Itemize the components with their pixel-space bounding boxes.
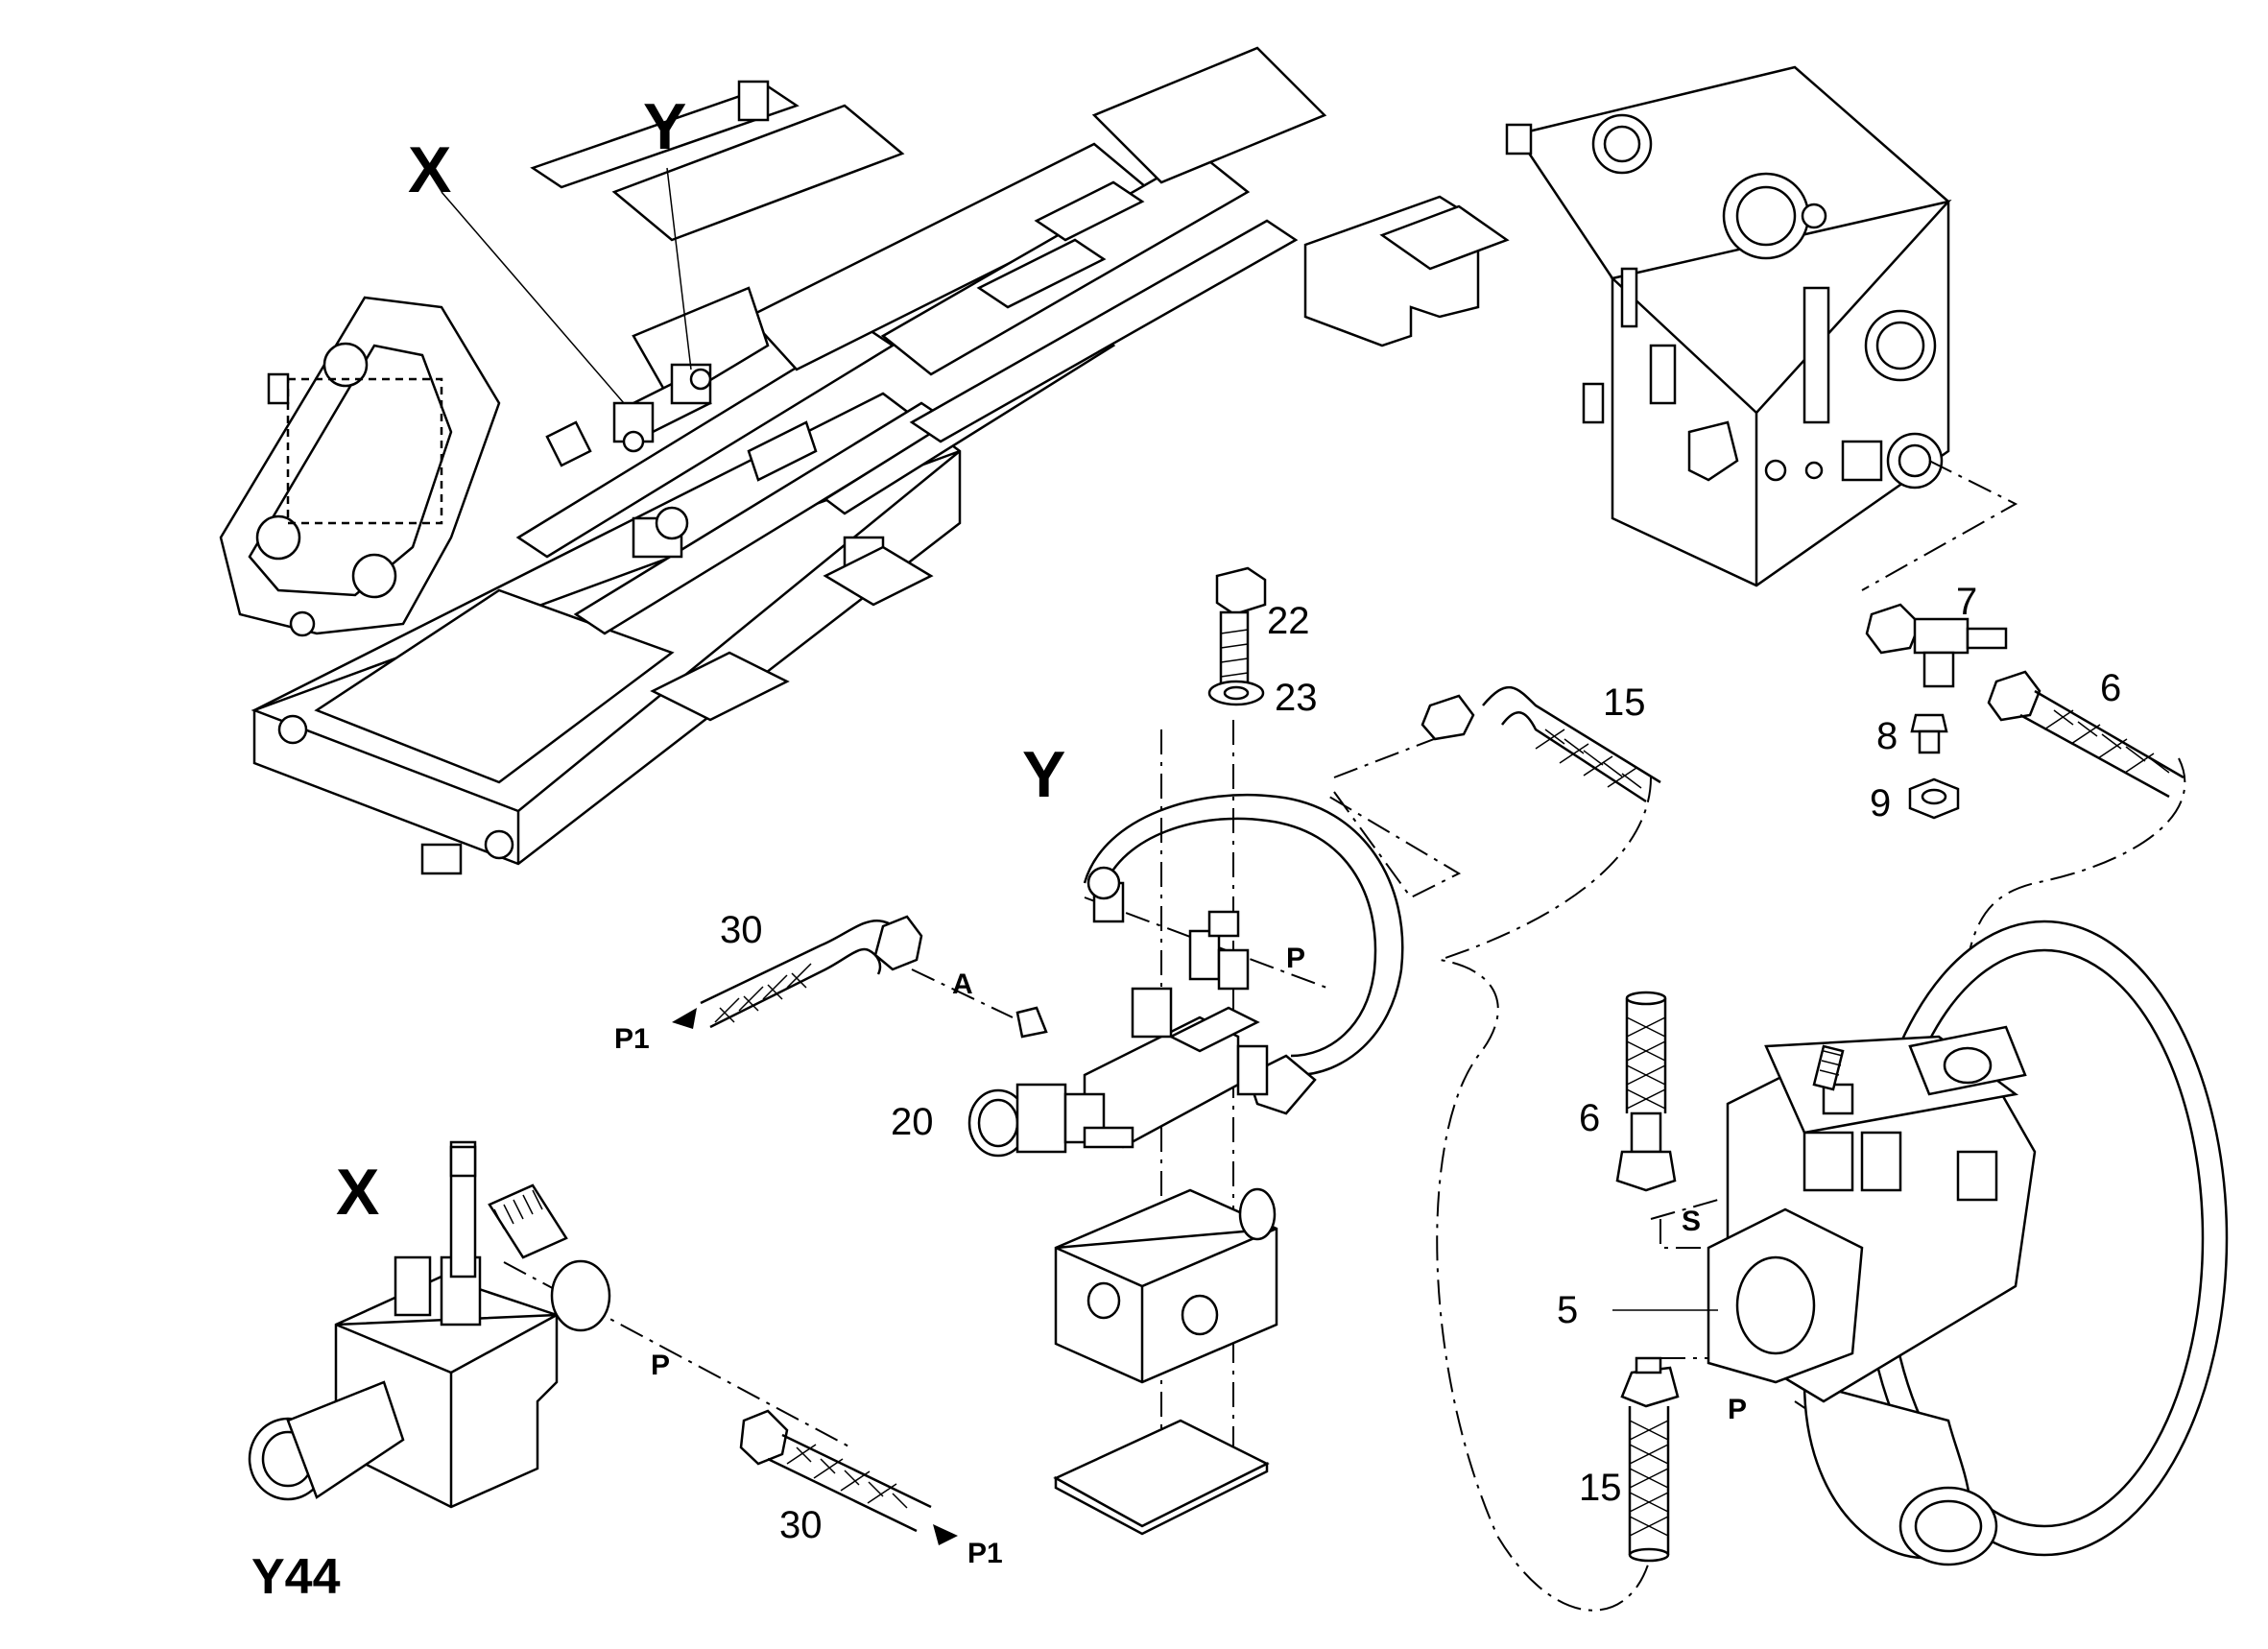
- leader-x-top: [441, 191, 625, 404]
- hose-30-top: [700, 915, 923, 1029]
- callout-5: 5: [1557, 1289, 1578, 1331]
- callout-6-top: 6: [2100, 667, 2121, 709]
- mounting-plate: [1053, 1419, 1270, 1536]
- manifold-block: [1054, 1187, 1278, 1384]
- callout-8: 8: [1876, 715, 1898, 757]
- label-view-y-top: Y: [643, 90, 686, 163]
- valve-assembly-x: [248, 1140, 611, 1509]
- port-label-p1-bottom: P1: [967, 1538, 1003, 1569]
- hydraulic-tank: [1303, 65, 1952, 587]
- callout-20: 20: [891, 1101, 934, 1143]
- washer-23: [1207, 680, 1265, 706]
- callout-23: 23: [1275, 677, 1318, 719]
- callout-6-mid: 6: [1579, 1097, 1600, 1139]
- label-view-x-detail: X: [336, 1156, 379, 1229]
- callout-30-bottom: 30: [779, 1504, 823, 1546]
- tee-fitting-7: [1865, 603, 2008, 688]
- port-label-p-y: P: [1286, 943, 1305, 974]
- nut-9: [1908, 777, 1960, 820]
- label-view-x-top: X: [408, 133, 451, 206]
- valve-assembly-y: [967, 793, 1404, 1158]
- hose-6-top: [1987, 670, 2184, 799]
- callout-22: 22: [1267, 600, 1310, 642]
- hose-15-bottom: [1620, 1356, 1680, 1563]
- callout-15-bottom: 15: [1579, 1467, 1622, 1509]
- main-frame-assembly: [219, 46, 1327, 875]
- label-y44: Y44: [251, 1549, 341, 1605]
- port-label-p1-top: P1: [614, 1023, 650, 1055]
- callout-15-top: 15: [1603, 681, 1646, 724]
- hose-15-top: [1420, 686, 1661, 803]
- port-label-a: A: [952, 968, 973, 1000]
- leader-y-top: [666, 167, 692, 370]
- callout-9: 9: [1870, 782, 1891, 824]
- frame-valve-cluster: [612, 363, 712, 453]
- arrow-p1-top: [672, 1008, 697, 1029]
- bolt-22: [1215, 566, 1267, 691]
- port-label-p-pump: P: [1728, 1394, 1747, 1425]
- callout-7: 7: [1956, 581, 1977, 623]
- port-label-p-x: P: [651, 1350, 670, 1381]
- port-label-s: S: [1682, 1206, 1701, 1237]
- label-view-y-detail: Y: [1022, 738, 1065, 811]
- plug-8: [1910, 713, 1948, 754]
- hose-30-bottom: [739, 1409, 932, 1533]
- hose-6-mid: [1615, 991, 1677, 1192]
- callout-30-top: 30: [720, 909, 763, 951]
- hydraulic-pump: [1707, 920, 2229, 1566]
- arrow-p1-bottom: [933, 1524, 958, 1545]
